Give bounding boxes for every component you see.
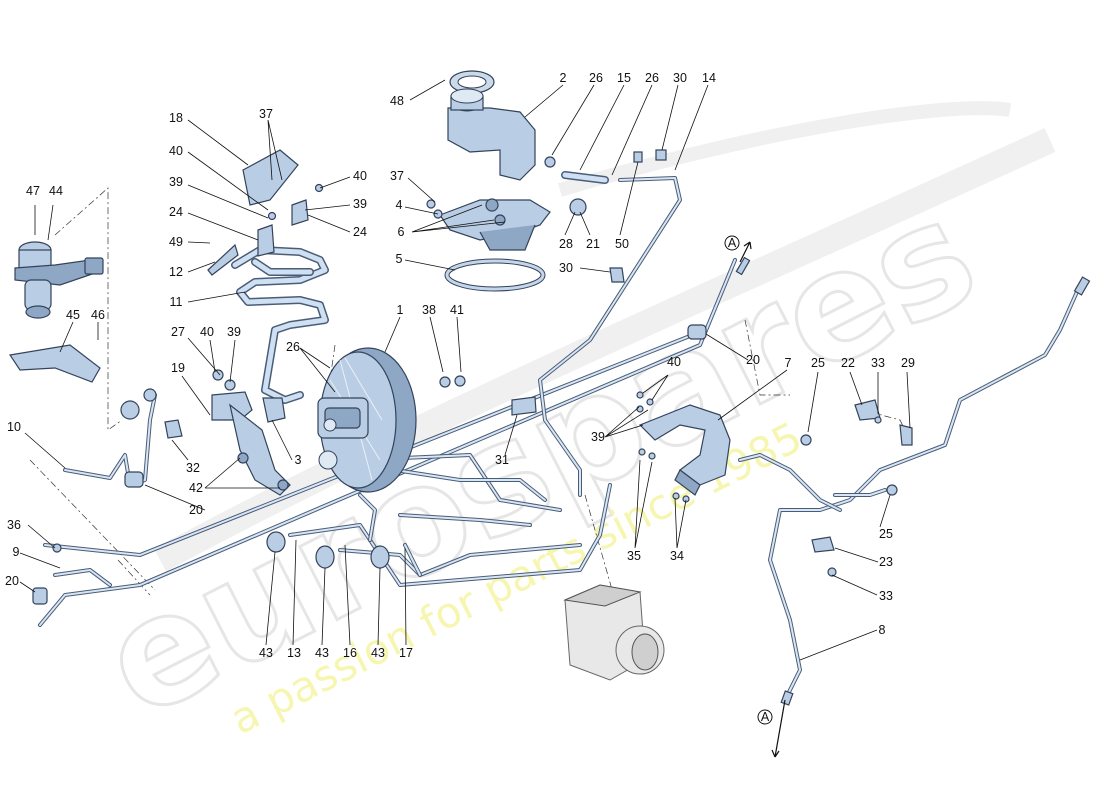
vacuum-hoses (231, 171, 609, 404)
vacuum-pump (14, 241, 104, 319)
leader-lines (19, 79, 911, 661)
callout-30: 30 (673, 71, 687, 85)
watermark-brand: eurospares (77, 166, 1001, 752)
callout-39: 39 (227, 325, 241, 339)
callout-37: 37 (259, 107, 273, 121)
callout-39: 39 (353, 197, 367, 211)
callout-42: 42 (189, 481, 203, 495)
callout-20: 20 (746, 353, 760, 367)
callout-25: 25 (879, 527, 893, 541)
callout-30: 30 (559, 261, 573, 275)
guide-lines (29, 187, 906, 601)
callout-34: 34 (670, 549, 684, 563)
callout-labels: 2 26 15 26 30 14 48 18 37 40 40 39 39 37… (5, 71, 915, 660)
callout-5: 5 (396, 252, 403, 266)
callout-18: 18 (169, 111, 183, 125)
callout-26: 26 (645, 71, 659, 85)
callout-7: 7 (785, 356, 792, 370)
callout-40: 40 (200, 325, 214, 339)
mounting-brackets (164, 149, 537, 496)
callout-43: 43 (371, 646, 385, 660)
callout-25: 25 (811, 356, 825, 370)
connection-marker-top: A (724, 235, 752, 263)
callout-9: 9 (13, 545, 20, 559)
callout-39: 39 (591, 430, 605, 444)
small-fittings (32, 149, 1091, 706)
callout-33: 33 (879, 589, 893, 603)
master-cylinder (317, 397, 369, 470)
brake-fluid-reservoir (447, 70, 536, 181)
callout-47: 47 (26, 184, 40, 198)
callout-12: 12 (169, 265, 183, 279)
callout-46: 46 (91, 308, 105, 322)
callout-23: 23 (879, 555, 893, 569)
callout-1: 1 (397, 303, 404, 317)
callout-29: 29 (901, 356, 915, 370)
callout-37: 37 (390, 169, 404, 183)
callout-14: 14 (702, 71, 716, 85)
callout-40: 40 (169, 144, 183, 158)
callout-6: 6 (398, 225, 405, 239)
callout-4: 4 (396, 198, 403, 212)
pump-bracket (8, 344, 101, 383)
callout-48: 48 (390, 94, 404, 108)
callout-26: 26 (286, 340, 300, 354)
callout-28: 28 (559, 237, 573, 251)
callout-8: 8 (879, 623, 886, 637)
marker-letter-top: A (728, 236, 737, 250)
callout-20: 20 (5, 574, 19, 588)
callout-15: 15 (617, 71, 631, 85)
callout-40: 40 (353, 169, 367, 183)
abs-unit (563, 584, 665, 681)
callout-31: 31 (495, 453, 509, 467)
callout-19: 19 (171, 361, 185, 375)
callout-24: 24 (169, 205, 183, 219)
callout-50: 50 (615, 237, 629, 251)
callout-11: 11 (170, 295, 183, 309)
callout-36: 36 (7, 518, 21, 532)
callout-20: 20 (189, 503, 203, 517)
callout-26: 26 (589, 71, 603, 85)
callout-45: 45 (66, 308, 80, 322)
callout-32: 32 (186, 461, 200, 475)
callout-43: 43 (315, 646, 329, 660)
callout-3: 3 (295, 453, 302, 467)
callout-17: 17 (399, 646, 413, 660)
callout-13: 13 (287, 646, 301, 660)
callout-39: 39 (169, 175, 183, 189)
connection-marker-bottom: A (757, 699, 786, 758)
callout-33: 33 (871, 356, 885, 370)
callout-24: 24 (353, 225, 367, 239)
callout-40: 40 (667, 355, 681, 369)
callout-21: 21 (586, 237, 600, 251)
callout-41: 41 (450, 303, 464, 317)
callout-16: 16 (343, 646, 357, 660)
heat-shield-bracket (638, 404, 731, 496)
callout-2: 2 (560, 71, 567, 85)
marker-letter-bottom: A (761, 710, 770, 724)
reservoir-support (439, 198, 551, 251)
callout-43: 43 (259, 646, 273, 660)
callout-38: 38 (422, 303, 436, 317)
callout-49: 49 (169, 235, 183, 249)
callout-35: 35 (627, 549, 641, 563)
callout-10: 10 (7, 420, 21, 434)
callout-27: 27 (171, 325, 185, 339)
callout-44: 44 (49, 184, 63, 198)
callout-22: 22 (841, 356, 855, 370)
